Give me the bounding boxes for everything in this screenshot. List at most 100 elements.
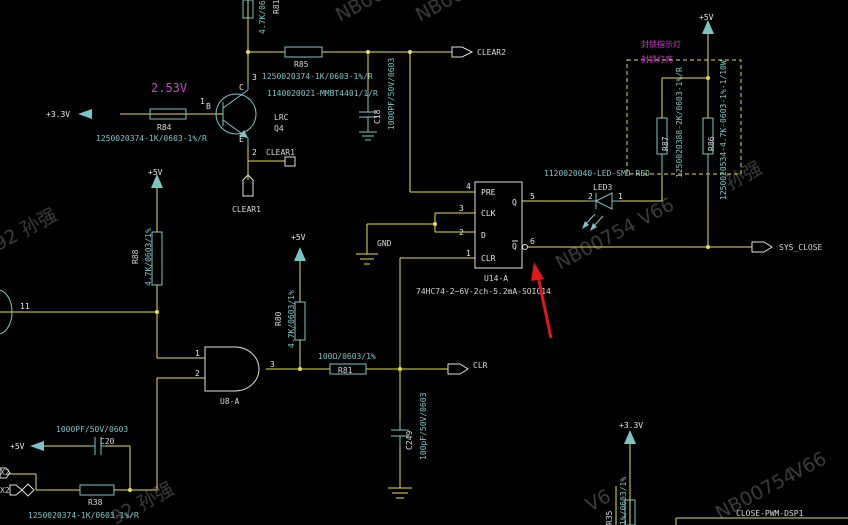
c249-value: 100pF/50V/0603 [419, 392, 428, 460]
r35-ref: R35 [605, 510, 614, 525]
indicator-note-2: 封锁灯亮 [641, 54, 673, 64]
junction-dots [128, 50, 710, 492]
q4-pin-2: 2 [252, 148, 257, 157]
clear1-port [242, 174, 254, 197]
u14-d: D [481, 231, 486, 240]
power-arrow-5v-c20 [30, 441, 44, 451]
r88-value: 4.7K/0603/1% [144, 228, 153, 286]
x2-label-b: X2 [0, 486, 10, 495]
led3-part: 1120020040-LED-SMD-RED [544, 169, 650, 178]
q4-maker: LRC [274, 113, 289, 122]
q4-pin-c: C [239, 83, 244, 92]
u14-pin-4: 4 [466, 182, 471, 191]
u14-pin-3: 3 [459, 204, 464, 213]
r38-value: 1250020374-1K/0603-1%/R [28, 511, 139, 520]
u14-pin-1: 1 [466, 249, 471, 258]
u14-ref: U14-A [484, 274, 508, 283]
clr-port [447, 363, 469, 375]
c249-capacitor [391, 420, 409, 446]
r81-top-ref: R81 [272, 0, 281, 14]
r38-resistor [79, 484, 115, 496]
power-arrow-3v3-bottom [624, 430, 636, 444]
u14-pin-2: 2 [459, 228, 464, 237]
clear2-label: CLEAR2 [477, 48, 506, 57]
r86-ref: R86 [707, 136, 716, 151]
voltage-readout: 2.53V [151, 81, 187, 95]
clear1-pin-label: CLEAR1 [266, 148, 295, 157]
r88-resistor [151, 231, 163, 286]
gnd-label: GND [377, 239, 392, 248]
q4-pin-3: 3 [252, 73, 257, 82]
clear1-port-label: CLEAR1 [232, 205, 261, 214]
x2-label-a: X2 [0, 468, 10, 477]
led3-diode [582, 192, 620, 231]
ext-pin-label: 11 [20, 302, 30, 311]
u14-clk: CLK [481, 209, 496, 218]
led3-pin-2: 2 [588, 192, 593, 201]
r87-ref: R87 [661, 136, 670, 151]
r81-value: 100Ω/0603/1% [318, 352, 376, 361]
c18-capacitor [359, 90, 377, 141]
r81-top-value: 4.7K/0603/1% [258, 0, 267, 34]
u8-and-gate [204, 346, 260, 392]
clear1-pin-box [284, 156, 296, 167]
indicator-note-1: 封锁指示灯 [641, 39, 681, 49]
power-5v-left-label: +5V [148, 168, 163, 177]
r81-top-resistor [242, 0, 254, 19]
clear2-port [451, 46, 474, 58]
u14-part: 74HC74-2~6V-2ch-5.2mA-SOIC14 [416, 287, 551, 296]
red-annotation-arrow [531, 262, 553, 339]
power-arrow-5v-left [151, 174, 163, 188]
u8-pin-3: 3 [270, 360, 275, 369]
r80-value: 4.7K/0603/1% [287, 290, 296, 348]
u8-pin-1: 1 [195, 349, 200, 358]
r80-resistor [294, 301, 306, 341]
x2-port-a [0, 467, 11, 479]
power-3v3-left-label: +3.3V [46, 110, 70, 119]
power-arrow-5v-mid [294, 247, 306, 261]
r84-ref: R84 [157, 123, 172, 132]
r35-value: 1%/0603/1% [619, 477, 628, 525]
x2-connector [21, 483, 35, 497]
external-connector [0, 289, 13, 335]
c20-value: 1000PF/50V/0603 [56, 425, 128, 434]
r85-value: 1250020374-1K/0603-1%/R [262, 72, 373, 81]
r35-resistor [624, 499, 636, 525]
c249-ref: C249 [405, 431, 414, 450]
power-arrow-5v-top [702, 20, 714, 34]
u14-q: Q [512, 198, 517, 207]
led3-ref: LED3 [593, 183, 612, 192]
clr-port-label: CLR [473, 361, 488, 370]
r85-ref: R85 [294, 60, 309, 69]
r84-value: 1250020374-1K/0603-1%/R [96, 134, 207, 143]
q4-transistor [215, 82, 257, 146]
u14-pin-5: 5 [530, 192, 535, 201]
q4-ref: Q4 [274, 124, 284, 133]
q4-pin-1: 1 [200, 97, 205, 106]
r38-ref: R38 [88, 498, 103, 507]
u8-pin-2: 2 [195, 369, 200, 378]
r86-value: 1250020534-4.7K-0603-1%-1/10W [719, 60, 728, 200]
c20-capacitor [90, 437, 106, 455]
c18-ref: C18 [373, 109, 382, 124]
sys-close-label: SYS_CLOSE [779, 243, 823, 252]
power-5v-mid-label: +5V [291, 233, 306, 242]
r81-resistor [329, 363, 367, 375]
u8-ref: U8-A [220, 397, 239, 406]
u14-pre: PRE [481, 188, 496, 197]
q4-pin-e: E [239, 135, 244, 144]
indicator-region [626, 59, 742, 175]
r88-ref: R88 [131, 249, 140, 264]
u14-ic-body [474, 181, 523, 269]
q4-part: 1140020021-MMBT4401/1/R [267, 89, 378, 98]
r84-resistor [149, 108, 187, 120]
power-3v3-bottom-label: +3.3V [619, 421, 643, 430]
u14-qn: Q [512, 242, 517, 251]
r80-ref: R80 [274, 311, 283, 326]
u14-clr: CLR [481, 254, 496, 263]
power-5v-c20-label: +5V [10, 442, 25, 451]
r81-ref: R81 [338, 366, 353, 375]
close-pwm-label: CLOSE-PWM-DSP1 [736, 509, 804, 518]
c20-ref: C20 [100, 437, 115, 446]
